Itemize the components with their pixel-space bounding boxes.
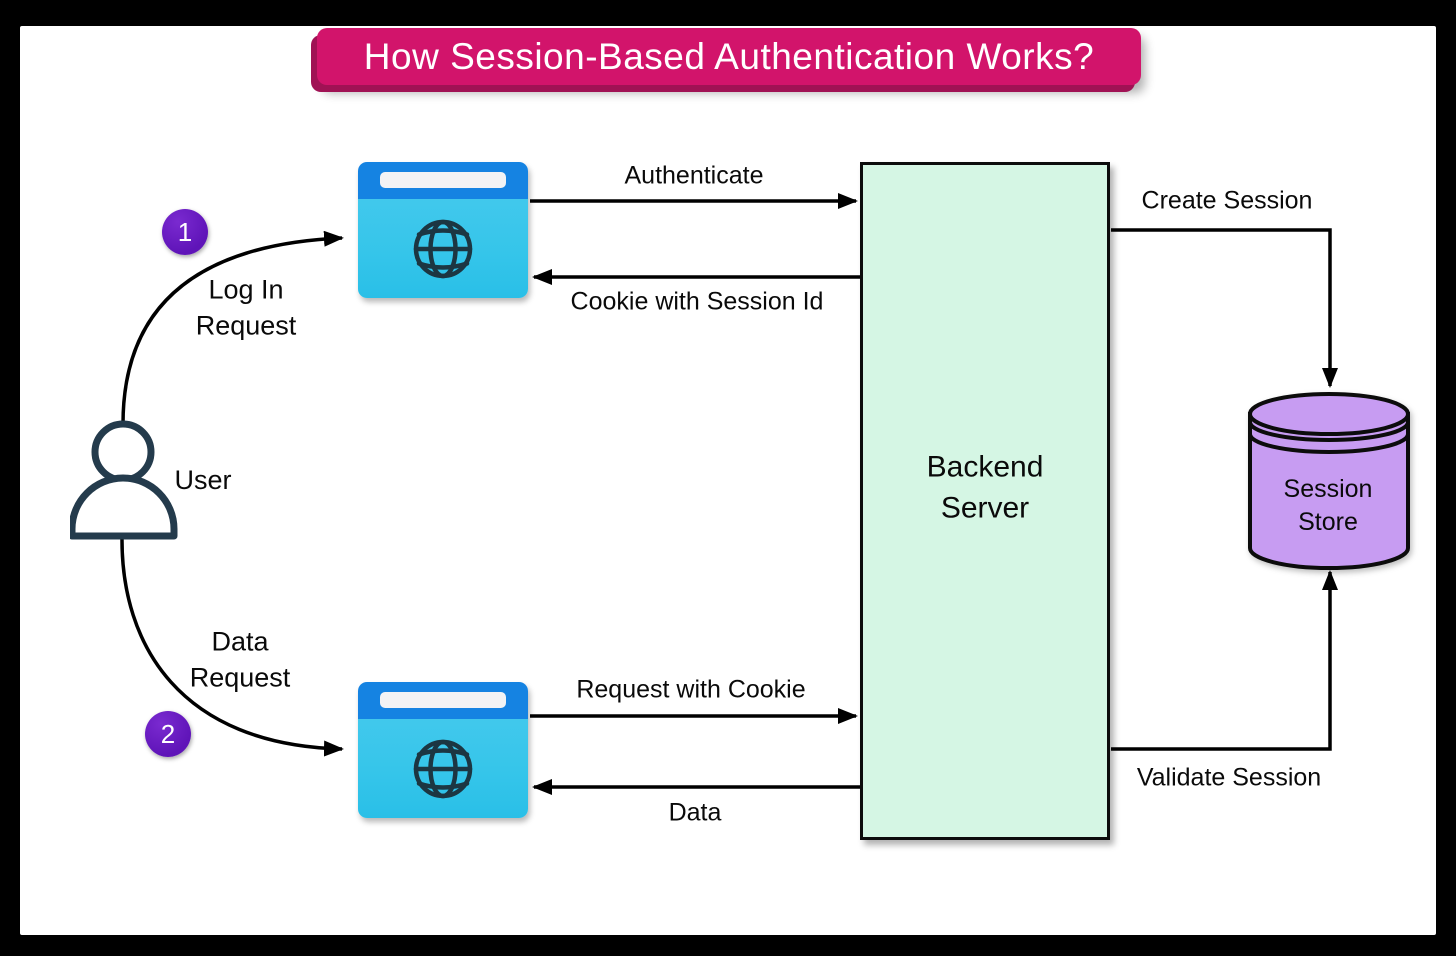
browser-body [358,199,528,298]
step-badge-2: 2 [145,711,191,757]
diagram-canvas [20,26,1436,935]
step-badge-2-number: 2 [160,718,176,749]
user-label: User [174,465,232,496]
browser-body [358,719,528,818]
user-icon [70,420,178,540]
edge-create-session-arrow [1111,228,1338,388]
validate-session-label: Validate Session [1136,763,1322,792]
globe-icon [413,219,473,278]
create-session-label: Create Session [1141,186,1313,215]
browser-node-top [358,162,528,298]
database-icon [1248,392,1410,570]
page-title: How Session-Based Authentication Works? [363,35,1095,77]
session-store-label: Session Store [1283,475,1373,536]
data-label: Data [668,798,722,827]
backend-server-label: Backend Server [926,450,1044,525]
title-banner: How Session-Based Authentication Works? [317,28,1141,85]
authenticate-label: Authenticate [624,161,764,190]
request-with-cookie-label: Request with Cookie [576,675,806,704]
step-badge-1: 1 [162,209,208,255]
globe-icon [413,739,473,798]
browser-address-bar [380,172,506,188]
browser-titlebar [358,682,528,719]
data-request-label: Data Request [189,626,291,692]
browser-address-bar [380,692,506,708]
login-request-label: Log In Request [195,274,297,340]
edge-validate-session-arrow [1111,570,1338,751]
backend-server-node [860,162,1110,840]
browser-node-bottom [358,682,528,818]
browser-titlebar [358,162,528,199]
edge-login-request-arrow [121,230,344,425]
cookie-with-session-id-label: Cookie with Session Id [570,287,824,316]
step-badge-1-number: 1 [177,216,193,247]
edge-data-request-arrow [120,536,344,757]
